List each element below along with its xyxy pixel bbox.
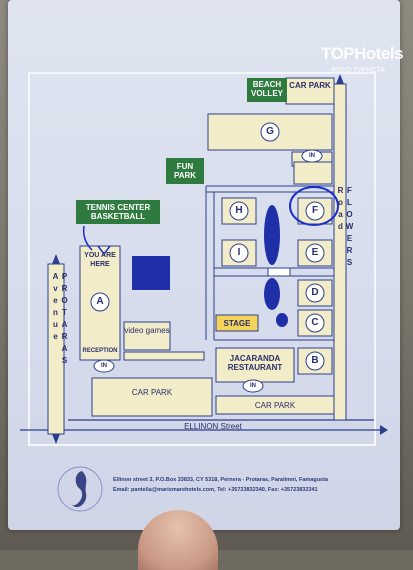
block-i-label: I <box>237 247 241 258</box>
walkway-box <box>123 351 205 361</box>
beach-volley-label: BEACH VOLLEY <box>250 80 283 98</box>
video-games-label: video games <box>124 326 170 335</box>
reception-label: RECEPTION <box>82 348 118 354</box>
pool-square <box>132 256 170 290</box>
footer-email: Email: pantelia@marismarehotels.com, Tel… <box>113 487 318 493</box>
block-i-circle <box>229 243 249 263</box>
watermark-brand: TOPHotels <box>321 44 404 63</box>
watermark-sub: ФОТО ТУРИСТА <box>331 67 386 74</box>
block-g-label: G <box>266 126 274 137</box>
car-park-top-box <box>285 77 335 105</box>
tophotels-watermark: TOPHotels ФОТО ТУРИСТА <box>301 26 413 86</box>
block-b-label: B <box>311 355 319 366</box>
in-a-label: IN <box>101 363 107 369</box>
block-g-circle <box>260 122 280 142</box>
ellinon-arrow-right <box>380 425 388 435</box>
block-f-label: F <box>311 205 319 216</box>
protaras-avenue-label: PROTARAS Avenue <box>51 272 69 368</box>
block-c-circle <box>305 313 325 333</box>
beach-volley-box <box>247 78 287 102</box>
pool-1 <box>264 205 280 265</box>
block-a-label: A <box>96 296 104 307</box>
car-park-left-box <box>91 377 213 417</box>
ellinon-street-label: ELLINON Street <box>184 422 242 431</box>
in-jac-oval <box>242 379 264 393</box>
block-d-circle <box>305 283 325 303</box>
car-park-right-label: CAR PARK <box>254 401 296 410</box>
jacaranda-label: JACARANDA RESTAURANT <box>227 354 283 372</box>
fun-park-label: FUN PARK <box>173 162 197 180</box>
site-map <box>20 74 388 444</box>
video-games-box <box>123 321 171 351</box>
you-are-here-arrow <box>82 225 111 256</box>
block-f-top <box>293 161 333 185</box>
stage-box <box>215 314 259 332</box>
block-d-label: D <box>311 287 319 298</box>
car-park-right-box <box>215 395 335 415</box>
in-g-label: IN <box>309 153 315 159</box>
footer-contact: Ellinon street 3, P.O.Box 33833, CY 5318… <box>113 475 398 495</box>
flowers-arrow-up <box>336 74 344 84</box>
in-a-oval <box>93 359 115 373</box>
block-e-circle <box>305 243 325 263</box>
hotel-map-card: BEACH VOLLEY CAR PARK FUN PARK TENNIS CE… <box>8 0 400 530</box>
block-c-label: C <box>311 317 319 328</box>
car-park-left-label: CAR PARK <box>131 388 173 397</box>
block-b-circle <box>305 351 325 371</box>
block-f-circle <box>305 201 325 221</box>
car-park-top-label: CAR PARK <box>289 81 331 90</box>
tennis-box <box>76 200 160 224</box>
stage-label: STAGE <box>223 319 251 328</box>
in-jac-label: IN <box>250 383 256 389</box>
pool-2 <box>264 278 280 310</box>
fun-park-box <box>166 158 204 184</box>
highlight-circle <box>289 186 339 226</box>
tennis-label: TENNIS CENTER BASKETBALL <box>85 203 151 221</box>
footer-address: Ellinon street 3, P.O.Box 33833, CY 5318… <box>113 477 329 483</box>
protaras-arrow-down <box>52 434 60 444</box>
you-are-here-label: YOU ARE HERE <box>84 252 116 268</box>
block-h-label: H <box>235 205 243 216</box>
flowers-road-label: FLOWERS Road <box>336 186 354 270</box>
pool-bridge <box>267 267 291 277</box>
pool-3 <box>276 313 288 327</box>
block-e-label: E <box>311 247 319 258</box>
seahorse-logo <box>57 466 103 512</box>
protaras-arrow-up <box>52 254 60 264</box>
block-a-circle <box>90 292 110 312</box>
map-frame <box>28 72 376 446</box>
block-h-circle <box>229 201 249 221</box>
